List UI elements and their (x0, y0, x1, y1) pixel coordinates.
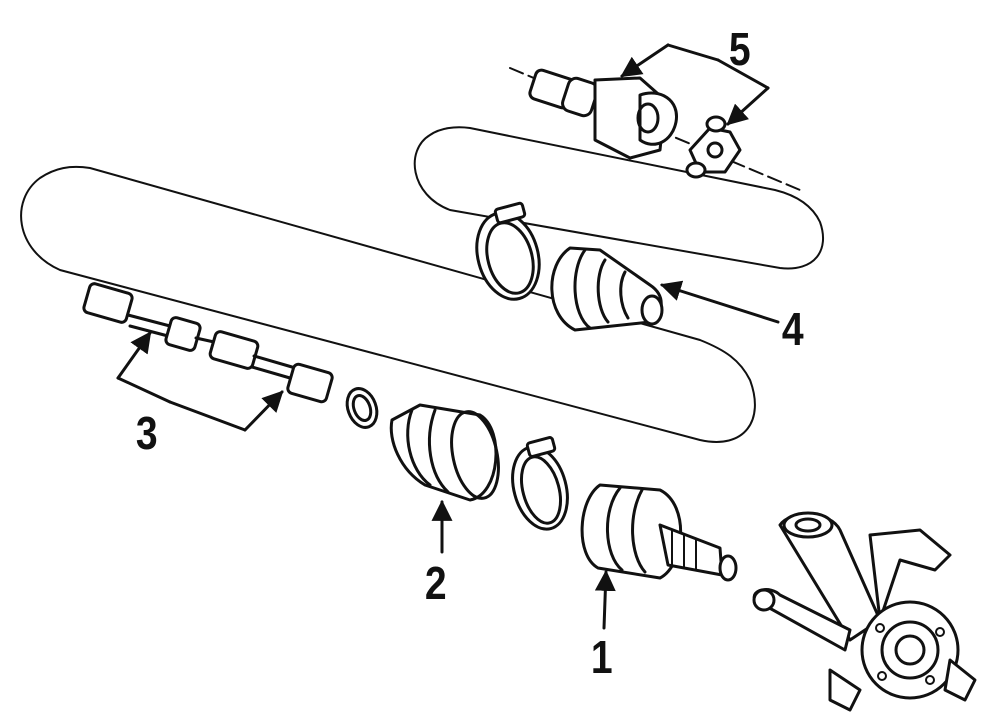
boot-clamp-lower (511, 436, 569, 531)
boot-clamp-upper (475, 201, 541, 301)
steering-knuckle (752, 511, 977, 712)
callout-1: 1 (590, 631, 613, 683)
callout-3: 3 (135, 407, 158, 459)
outer-cv-joint (580, 483, 738, 582)
outer-boot-upper (550, 246, 664, 332)
small-boot-clamp (345, 387, 379, 429)
callout-5: 5 (728, 23, 751, 75)
inner-joint-housing (528, 68, 678, 160)
leader-lines (116, 43, 780, 630)
callout-4: 4 (781, 303, 804, 355)
callout-2: 2 (424, 557, 447, 609)
enclosure-upper (413, 126, 825, 270)
tripod-assembly (685, 115, 742, 179)
enclosure-large (20, 165, 756, 443)
inner-boot (389, 403, 500, 502)
axle-shaft (82, 282, 334, 404)
